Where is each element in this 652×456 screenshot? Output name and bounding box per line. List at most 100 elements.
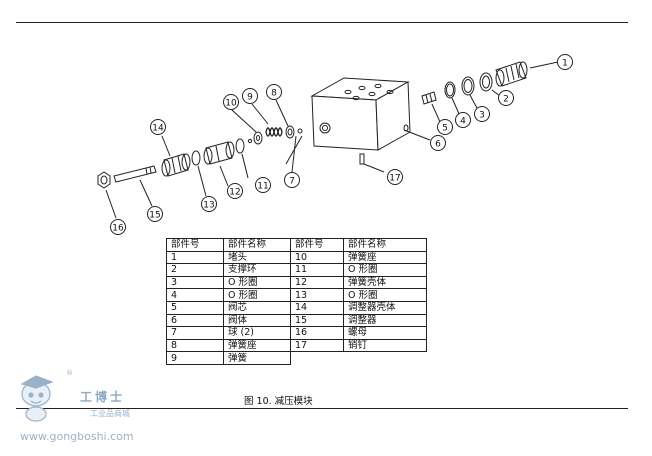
plug-part [495,61,528,87]
cell: 7 [166,326,224,340]
o-ring-11 [235,138,245,154]
svg-text:14: 14 [152,124,164,134]
o-ring-4 [444,81,456,99]
svg-text:10: 10 [225,99,237,109]
cell: 4 [166,288,224,302]
cell: 阀芯 [223,300,291,315]
svg-text:8: 8 [271,89,277,99]
cell: 17 [290,338,344,353]
svg-text:17: 17 [389,174,400,184]
cell: 8 [166,338,224,353]
svg-text:6: 6 [435,140,441,150]
cell: 10 [290,250,344,265]
callout-13: 13 [201,196,217,212]
callout-2: 2 [498,90,514,106]
registered-mark: ® [66,369,73,377]
cell: 13 [290,288,344,302]
watermark-brand: 工博士 [80,390,126,404]
cell: 螺母 [343,326,427,340]
cell: 阀体 [223,313,291,328]
cell: O 形圈 [223,288,291,302]
o-ring-3 [461,76,475,96]
cell: 弹簧 [223,351,291,365]
mascot-logo [20,375,54,422]
svg-text:7: 7 [289,177,295,187]
cell: 调整器壳体 [343,300,427,315]
callout-15: 15 [147,206,163,222]
cell: 14 [290,300,344,315]
header-part-number: 部件号 [166,238,224,252]
callout-1: 1 [557,54,573,70]
svg-text:4: 4 [460,117,466,127]
cell: O 形圈 [343,263,427,277]
pin-part [359,153,365,165]
cell: 16 [290,326,344,340]
svg-text:2: 2 [503,95,509,105]
callout-16: 16 [110,219,126,235]
header-part-name-2: 部件名称 [343,238,427,252]
backup-ring [479,72,493,92]
svg-text:16: 16 [112,224,124,234]
callout-4: 4 [455,112,471,128]
cell: 3 [166,275,224,290]
svg-text:1: 1 [562,59,568,69]
cell: 15 [290,313,344,328]
header-part-name: 部件名称 [223,238,291,252]
adjuster-housing [161,153,191,177]
header-part-number-2: 部件号 [290,238,344,252]
callout-7: 7 [284,172,300,188]
spring-seat-8 [285,125,295,139]
watermark-subtitle: 工业品商城 [90,409,130,418]
blank-cell [344,352,427,365]
cell: 5 [166,300,224,315]
spring-housing [203,141,235,165]
cell: O 形圈 [223,275,291,290]
callout-11: 11 [255,177,271,193]
callout-6: 6 [430,135,446,151]
callout-17: 17 [387,169,403,185]
valve-body [310,77,411,151]
svg-text:11: 11 [257,182,268,192]
cell: 堵头 [223,250,291,265]
cell: 调整器 [343,313,427,328]
callout-8: 8 [266,84,282,100]
svg-text:5: 5 [442,124,448,134]
cell: 支撑环 [223,263,291,277]
callout-12: 12 [227,183,243,199]
svg-text:15: 15 [149,211,160,221]
bottom-rule [16,408,628,409]
cell: 12 [290,275,344,290]
watermark-url: www.gongboshi.com [20,430,134,443]
spring-seat-10 [253,131,263,145]
cell: 球 (2) [223,326,291,340]
svg-text:9: 9 [247,93,253,103]
cell: 11 [290,263,344,277]
cell: 弹簧壳体 [343,275,427,290]
o-ring-13 [191,150,201,166]
callout-10: 10 [223,94,239,110]
cell: 9 [166,351,224,365]
top-rule [16,22,628,23]
table-header-row: 部件号 部件名称 部件号 部件名称 [166,238,427,252]
svg-text:12: 12 [229,188,240,198]
figure-caption: 图 10. 减压模块 [244,396,313,407]
ball-part [297,128,303,134]
cell: 弹簧座 [223,338,291,353]
cell: 弹簧座 [343,250,427,265]
spool-part [421,91,437,105]
cell: 6 [166,313,224,328]
cell: 2 [166,263,224,277]
callout-9: 9 [242,88,258,104]
svg-text:3: 3 [479,111,485,121]
